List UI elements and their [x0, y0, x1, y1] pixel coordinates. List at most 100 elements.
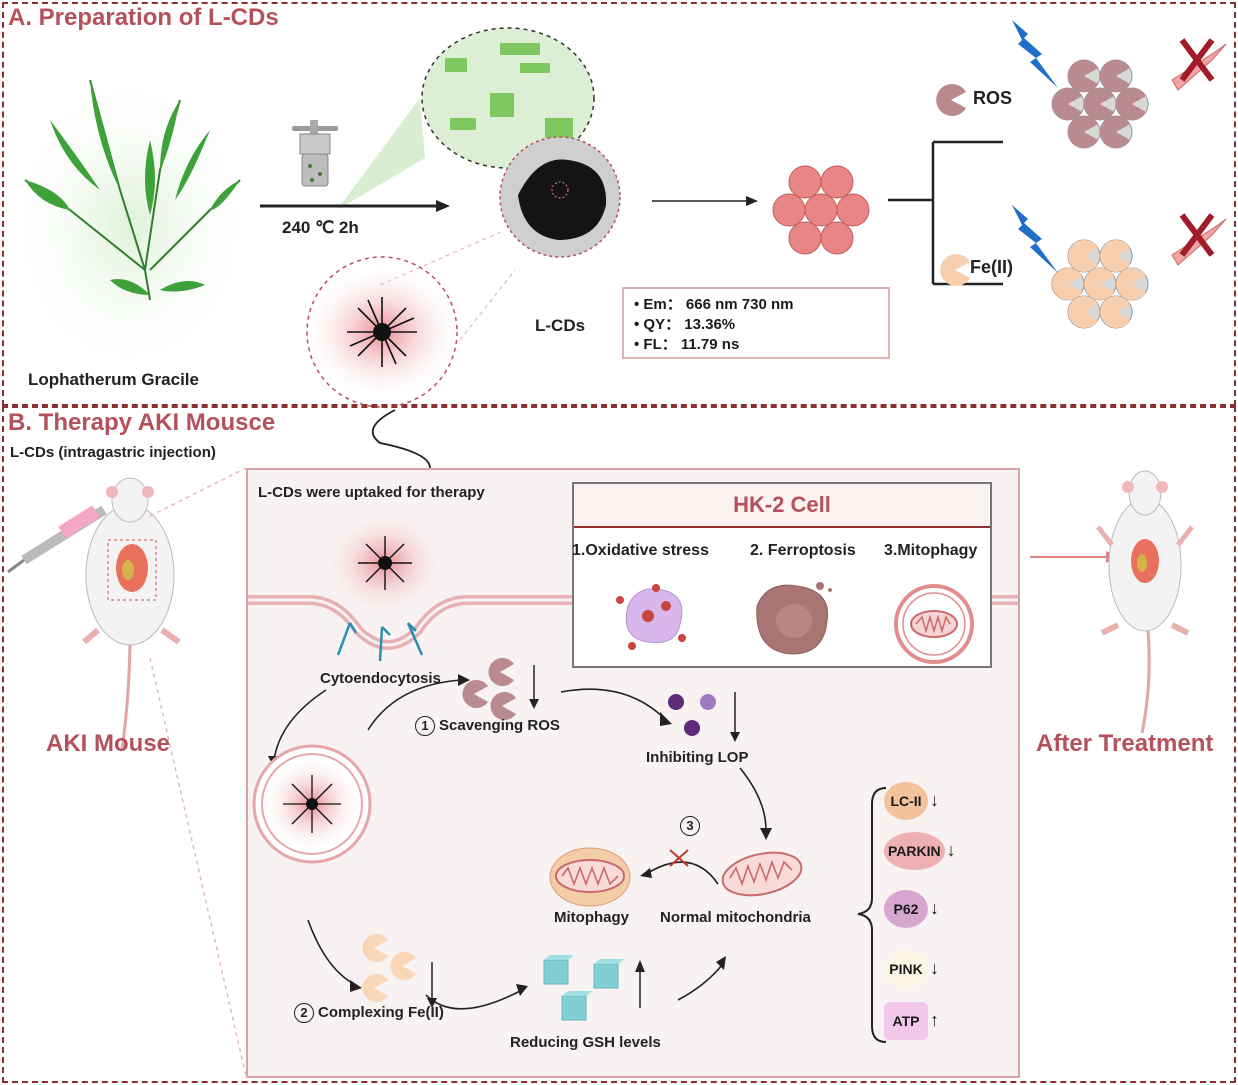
property-quantum-yield: • QY： 13.36% — [634, 316, 736, 333]
lightning-icon — [1012, 20, 1058, 88]
ros-particle — [1068, 115, 1098, 148]
hk2-item-oxidative-stress: 1.Oxidative stress — [572, 542, 709, 559]
cd-sphere — [804, 193, 838, 227]
ros-particle — [1116, 88, 1146, 120]
step1-text: Scavenging ROS — [439, 716, 560, 734]
hk2-item-ferroptosis: 2. Ferroptosis — [750, 542, 856, 559]
panel-b-title: B. Therapy AKI Mousce — [8, 409, 276, 436]
lightning-icon — [1012, 205, 1058, 273]
fe-particle — [1100, 240, 1130, 272]
step3-number-wrap: 3 — [680, 816, 704, 836]
marker-p62: P62↓ — [884, 890, 939, 928]
cd-sphere — [788, 221, 822, 255]
uptake-label: L-CDs were uptaked for therapy — [258, 484, 485, 501]
down-arrow-icon — [427, 962, 437, 1008]
cd-sphere — [820, 165, 854, 199]
plant-label: Lophatherum Gracile — [28, 370, 199, 389]
fe-label: Fe(II) — [970, 257, 1013, 277]
mitophagy-icon — [894, 584, 974, 664]
property-fluorescence-lifetime: • FL： 11.79 ns — [634, 336, 740, 353]
down-arrow-icon: ↓ — [930, 898, 939, 918]
down-arrow-icon: ↓ — [946, 840, 956, 860]
plant-illustration — [10, 60, 250, 360]
gsh-icon-group — [543, 955, 624, 1021]
ros-icon-group — [462, 658, 516, 720]
up-arrow-icon: ↑ — [930, 1010, 939, 1030]
ros-label: ROS — [973, 88, 1013, 108]
aki-mouse-illustration — [7, 477, 181, 751]
cd-sphere — [820, 221, 854, 255]
zoom-link-lines — [149, 467, 247, 1077]
product-label: L-CDs — [535, 316, 586, 335]
endosome-illustration — [252, 744, 372, 864]
blocked-arrow — [640, 849, 719, 885]
cd-sphere — [772, 193, 806, 227]
damaged-mitochondria-icon — [549, 847, 631, 907]
panel-a — [2, 2, 1236, 406]
reaction-arrow — [260, 200, 450, 212]
step3-number: 3 — [680, 816, 700, 836]
carbon-dot-illustration — [320, 508, 450, 618]
gsh-label: Reducing GSH levels — [510, 1034, 661, 1051]
oxidative-cell-icon — [616, 584, 686, 650]
fe-icon — [940, 254, 970, 286]
ros-particle — [1084, 88, 1114, 120]
hk2-item-mitophagy: 3.Mitophagy — [884, 542, 978, 559]
panel-a-title: A. Preparation of L-CDs — [8, 4, 279, 31]
cd-sphere — [788, 165, 822, 199]
hk2-title: HK-2 Cell — [574, 484, 990, 528]
arrow-to-spheres — [652, 196, 758, 206]
normal-mitochondria-icon — [721, 851, 803, 897]
lop-label: Inhibiting LOP — [646, 749, 749, 766]
marker-lc-ii: LC-II↓ — [884, 782, 939, 820]
treated-mouse-illustration — [1096, 470, 1194, 734]
ros-particle — [1068, 60, 1098, 92]
cd-sphere — [836, 193, 870, 227]
branch-lines — [888, 140, 1003, 286]
after-treatment-label: After Treatment — [1036, 730, 1214, 757]
autoclave-icon — [292, 120, 338, 187]
fe-particle — [1100, 296, 1130, 328]
marker-bubble: LC-II — [884, 782, 928, 820]
reaction-condition: 240 ℃ 2h — [282, 218, 359, 237]
mitophagy-label: Mitophagy — [554, 909, 629, 926]
blocked-damage-icon — [1171, 38, 1227, 91]
fe-icon-group — [362, 934, 416, 1002]
marker-bubble: PARKIN — [884, 832, 945, 870]
step1-number: 1 — [415, 716, 435, 736]
panel-b — [2, 406, 1236, 1083]
fe-complexed-cluster — [1051, 239, 1149, 329]
up-arrow-icon — [635, 960, 645, 1008]
lcd-powder-photo — [499, 136, 621, 258]
endocytosis-label: Cytoendocytosis — [320, 670, 441, 687]
cd-sphere-cluster — [772, 165, 870, 255]
marker-bubble: P62 — [884, 890, 928, 928]
step2-number: 2 — [294, 1003, 314, 1023]
fe-particle — [1068, 240, 1098, 272]
down-arrow-icon — [529, 665, 539, 709]
down-arrow-icon: ↓ — [930, 958, 939, 978]
injection-label: L-CDs (intragastric injection) — [10, 444, 216, 461]
down-arrow-icon — [730, 692, 740, 742]
normal-mitochondria-label: Normal mitochondria — [660, 909, 811, 926]
properties-box: • Em： 666 nm 730 nm • QY： 13.36% • FL： 1… — [622, 287, 890, 359]
marker-bubble: PINK — [884, 950, 928, 988]
ros-particle — [1052, 88, 1082, 120]
marker-pink: PINK↓ — [884, 950, 939, 988]
fe-particle — [1116, 268, 1146, 300]
fe-particle — [1052, 268, 1082, 300]
ros-particle — [1100, 115, 1130, 148]
step2-text: Complexing Fe(II) — [318, 1003, 444, 1021]
cell-membrane — [248, 595, 1018, 650]
marker-brace — [857, 787, 887, 1043]
lop-icon-group — [668, 694, 716, 736]
receptor-icons — [336, 622, 424, 662]
ros-scavenged-cluster — [1051, 59, 1149, 149]
fe-particle — [1068, 296, 1098, 328]
hk2-cell-box: HK-2 Cell 1.Oxidative stress 2. Ferropto… — [572, 482, 992, 668]
ros-icon — [936, 84, 966, 116]
ferroptosis-cell-icon — [756, 582, 832, 655]
carbon-dot-illustration — [300, 256, 464, 408]
